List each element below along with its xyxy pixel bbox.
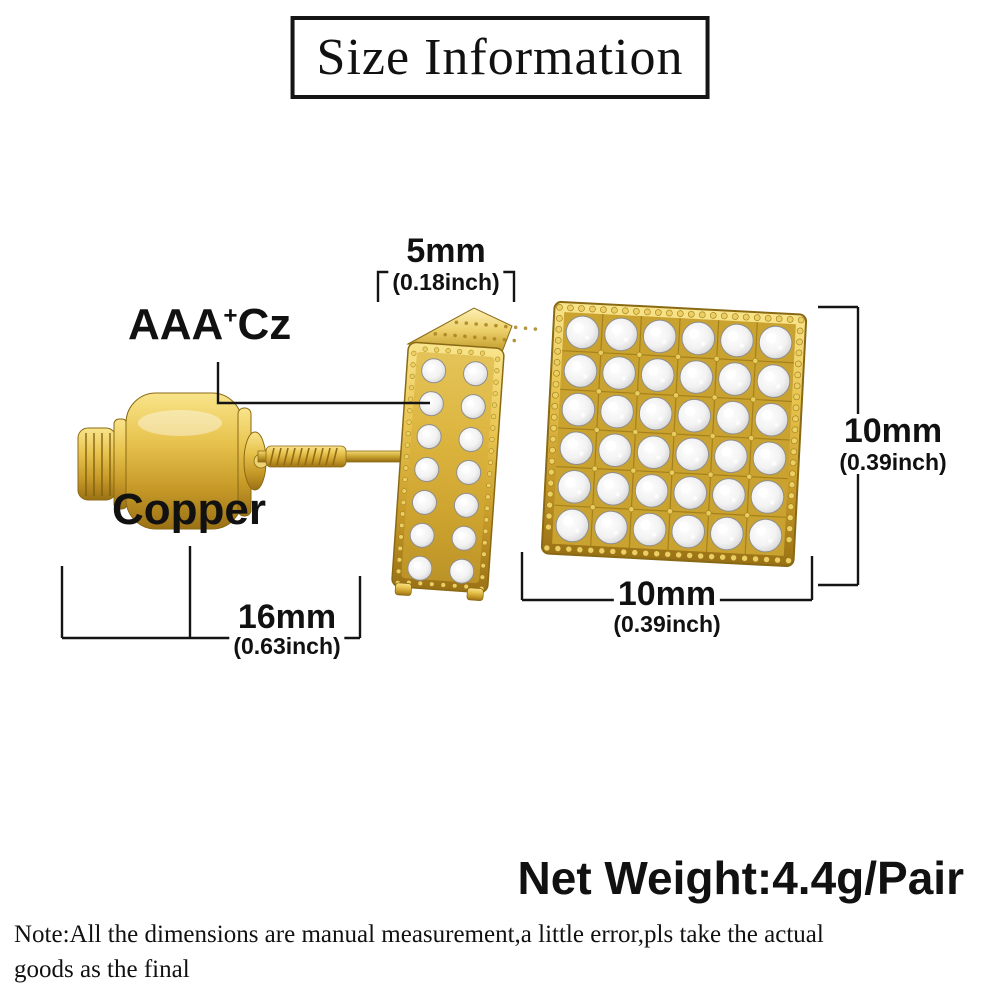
width-inch-label: (0.39inch) <box>609 612 725 636</box>
page-title: Size Information <box>316 29 684 86</box>
length-inch-label: (0.63inch) <box>229 634 345 658</box>
stone-pointer-line <box>216 362 430 405</box>
front-pave-stones <box>555 315 793 553</box>
post-screw-threads <box>269 447 338 466</box>
side-top-texture <box>433 320 538 343</box>
clutch-grooves <box>85 433 111 496</box>
stone-plus-superscript: + <box>223 302 238 330</box>
depth-mm-label: 5mm <box>406 232 486 270</box>
net-weight-label: Net Weight:4.4g/Pair <box>517 852 964 904</box>
stone-suffix: Cz <box>237 300 292 349</box>
earring-front-view <box>540 300 808 568</box>
width-mm-label: 10mm <box>613 576 721 613</box>
stone-prefix: AAA <box>128 300 224 349</box>
side-pave-stones <box>395 346 501 592</box>
front-bead-border <box>543 304 805 564</box>
metal-material-label: Copper <box>112 485 266 534</box>
earring-side-view <box>391 307 538 601</box>
note-line2: goods as the final <box>14 956 190 983</box>
title-box: Size Information <box>290 16 710 99</box>
stone-material-label: AAA+Cz <box>128 300 292 349</box>
height-inch-label: (0.39inch) <box>835 450 951 474</box>
height-mm-label: 10mm <box>839 413 947 450</box>
earring-post <box>257 445 411 468</box>
note-line1: Note:All the dimensions are manual measu… <box>14 921 824 948</box>
length-mm-label: 16mm <box>233 599 341 636</box>
depth-inch-label: (0.18inch) <box>388 270 504 294</box>
